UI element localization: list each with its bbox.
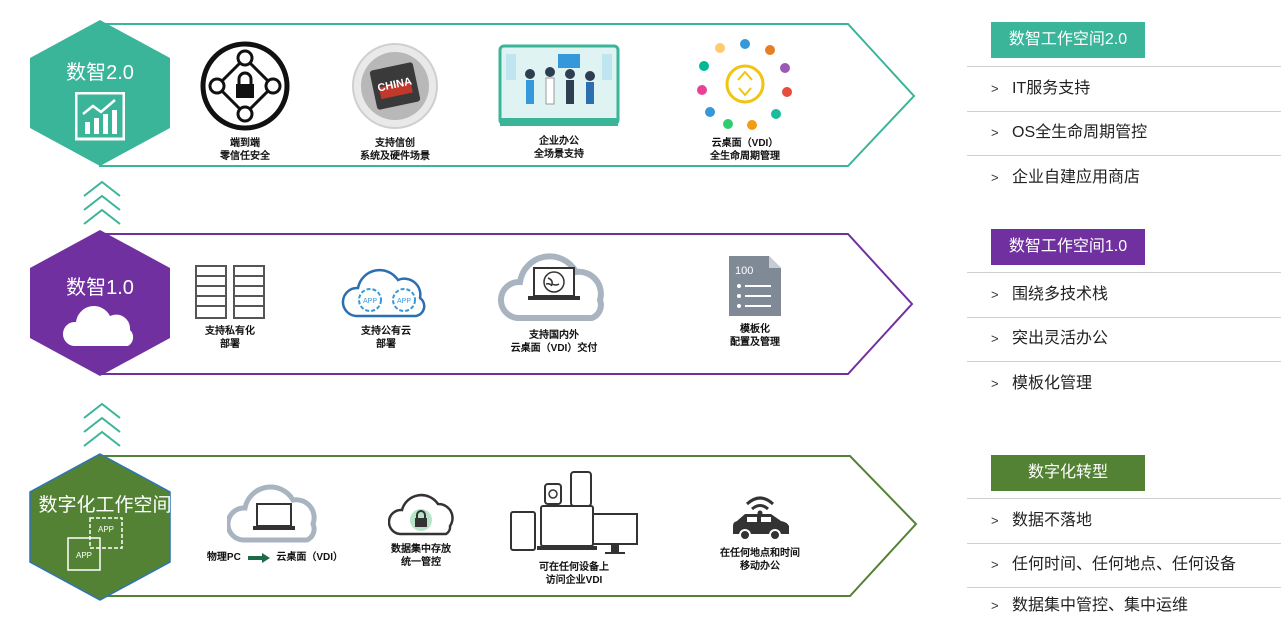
feature-caption-line2: 访问企业VDI (545, 575, 603, 586)
arrow-icon: > (991, 376, 999, 391)
feature-private: 支持私有化 部署 (185, 264, 275, 351)
panel-item: >围绕多技术栈 (967, 272, 1281, 318)
feature-caption-line1: 在任何地点和时间 (720, 548, 800, 559)
band-digital-1: 数智1.0 支持私有化 部署 APP APP 支持公有云 部署 (0, 228, 930, 378)
feature-caption-line2: 统一管控 (401, 557, 441, 568)
app-badge: APP (363, 298, 377, 305)
cloud-lock-icon (387, 493, 454, 536)
feature-caption-line2: 系统及硬件场景 (360, 151, 430, 162)
arrow-icon: > (991, 81, 999, 96)
feature-central-data: 数据集中存放 统一管控 (376, 490, 466, 569)
panel-item: >任何时间、任何地点、任何设备 (967, 543, 1281, 588)
panel-workspace-1: 数智工作空间1.0 >围绕多技术栈 >突出灵活办公 >模板化管理 (967, 229, 1281, 399)
app-badge: APP (98, 525, 114, 534)
up-chevrons-icon (83, 180, 121, 225)
multi-device-icon (510, 471, 638, 554)
office-scene-icon (498, 44, 620, 126)
feature-caption-line1: 数据集中存放 (391, 544, 451, 555)
feature-caption-line1: 支持国内外 (529, 330, 579, 341)
lock-network-icon (200, 41, 290, 131)
feature-caption-line2: 移动办公 (740, 561, 780, 572)
chart-board-icon (75, 92, 125, 141)
band-digital-2: 数智2.0 端到端 零信任安全 CHINA 支持信创 (0, 18, 930, 168)
up-chevrons-icon (83, 402, 121, 447)
band-title: 数字化工作空间 (38, 495, 172, 516)
panel-item: >数据不落地 (967, 498, 1281, 544)
feature-caption-line2: 零信任安全 (220, 151, 270, 162)
band-title: 数智2.0 (66, 62, 134, 84)
arrow-icon: > (991, 513, 999, 528)
arrow-icon: > (991, 125, 999, 140)
feature-caption-line2: 全场景支持 (534, 149, 584, 160)
feature-any-device: 可在任何设备上 访问企业VDI (504, 468, 644, 587)
cloud-icon (62, 306, 134, 346)
arrow-icon: > (991, 287, 999, 302)
feature-caption-line1: 支持公有云 (361, 326, 411, 337)
feature-caption-line2: 部署 (220, 339, 240, 350)
panel-heading: 数智工作空间1.0 (991, 229, 1145, 265)
pc-to-cloud-icon (225, 484, 317, 543)
band-title: 数智1.0 (66, 277, 134, 299)
app-badge: APP (397, 298, 411, 305)
panel-workspace-2: 数智工作空间2.0 >IT服务支持 >OS全生命周期管控 >企业自建应用商店 (967, 22, 1281, 192)
app-badge: APP (76, 551, 92, 560)
pc-to-vdi-caption: 物理PC 云桌面（VDI） (200, 551, 350, 564)
arrow-icon: > (991, 170, 999, 185)
feature-caption-line2: 配置及管理 (730, 337, 780, 348)
panel-digital-transformation: 数字化转型 >数据不落地 >任何时间、任何地点、任何设备 >数据集中管控、集中运… (967, 455, 1281, 624)
template-doc-icon: 100 (729, 256, 781, 316)
connected-car-icon (733, 496, 789, 541)
feature-caption-line1: 云桌面（VDI） (711, 138, 779, 149)
template-badge: 100 (735, 265, 753, 277)
band-outline (29, 453, 918, 601)
feature-zero-trust: 端到端 零信任安全 (190, 40, 300, 163)
feature-caption-line1: 支持私有化 (205, 326, 255, 337)
feature-mobile: 在任何地点和时间 移动办公 (700, 490, 820, 573)
physical-pc-label: 物理PC (206, 552, 241, 563)
feature-caption-line2: 部署 (376, 339, 396, 350)
panel-heading: 数智工作空间2.0 (991, 22, 1145, 58)
feature-pc-to-vdi: 物理PC 云桌面（VDI） (200, 480, 350, 564)
panel-item: >突出灵活办公 (967, 317, 1281, 362)
feature-caption-line2: 全生命周期管理 (710, 151, 780, 162)
feature-caption-line1: 企业办公 (539, 136, 579, 147)
feature-template: 100 模板化 配置及管理 (710, 254, 800, 349)
feature-public: APP APP 支持公有云 部署 (338, 262, 434, 351)
feature-caption-line1: 模板化 (740, 324, 770, 335)
panel-item: >模板化管理 (967, 362, 1281, 406)
app-stack-icon: APP APP (67, 517, 123, 571)
cloud-laptop-globe-icon (497, 253, 604, 321)
feature-lifecycle: 云桌面（VDI） 全生命周期管理 (680, 36, 810, 163)
lifecycle-ring-icon (697, 39, 792, 130)
panel-item: >IT服务支持 (967, 66, 1281, 112)
feature-caption-line1: 端到端 (230, 138, 260, 149)
feature-office: 企业办公 全场景支持 (495, 44, 623, 161)
arrow-icon: > (991, 598, 999, 613)
feature-vdi-delivery: 支持国内外 云桌面（VDI）交付 (490, 242, 618, 355)
hexagon (30, 230, 170, 376)
server-rack-icon (195, 265, 265, 319)
feature-caption-line2: 云桌面（VDI）交付 (510, 343, 598, 354)
china-chip-icon: CHINA (352, 43, 438, 129)
arrow-icon: > (991, 557, 999, 572)
panel-item: >企业自建应用商店 (967, 156, 1281, 200)
feature-xinchuang: CHINA 支持信创 系统及硬件场景 (340, 40, 450, 163)
hexagon (29, 453, 171, 601)
panel-heading: 数字化转型 (991, 455, 1145, 491)
band-digital-workspace: 数字化工作空间 APP APP 物理PC 云桌面（VDI） 数据集中存放 统一管… (0, 452, 930, 602)
vdi-label: 云桌面（VDI） (276, 552, 344, 563)
panel-item: >数据集中管控、集中运维 (967, 588, 1281, 624)
arrow-icon: > (991, 331, 999, 346)
arrow-right-icon (247, 553, 270, 564)
feature-caption-line1: 可在任何设备上 (539, 562, 609, 573)
feature-caption-line1: 支持信创 (375, 138, 415, 149)
panel-item: >OS全生命周期管控 (967, 111, 1281, 156)
app-cloud-icon: APP APP (341, 268, 426, 318)
